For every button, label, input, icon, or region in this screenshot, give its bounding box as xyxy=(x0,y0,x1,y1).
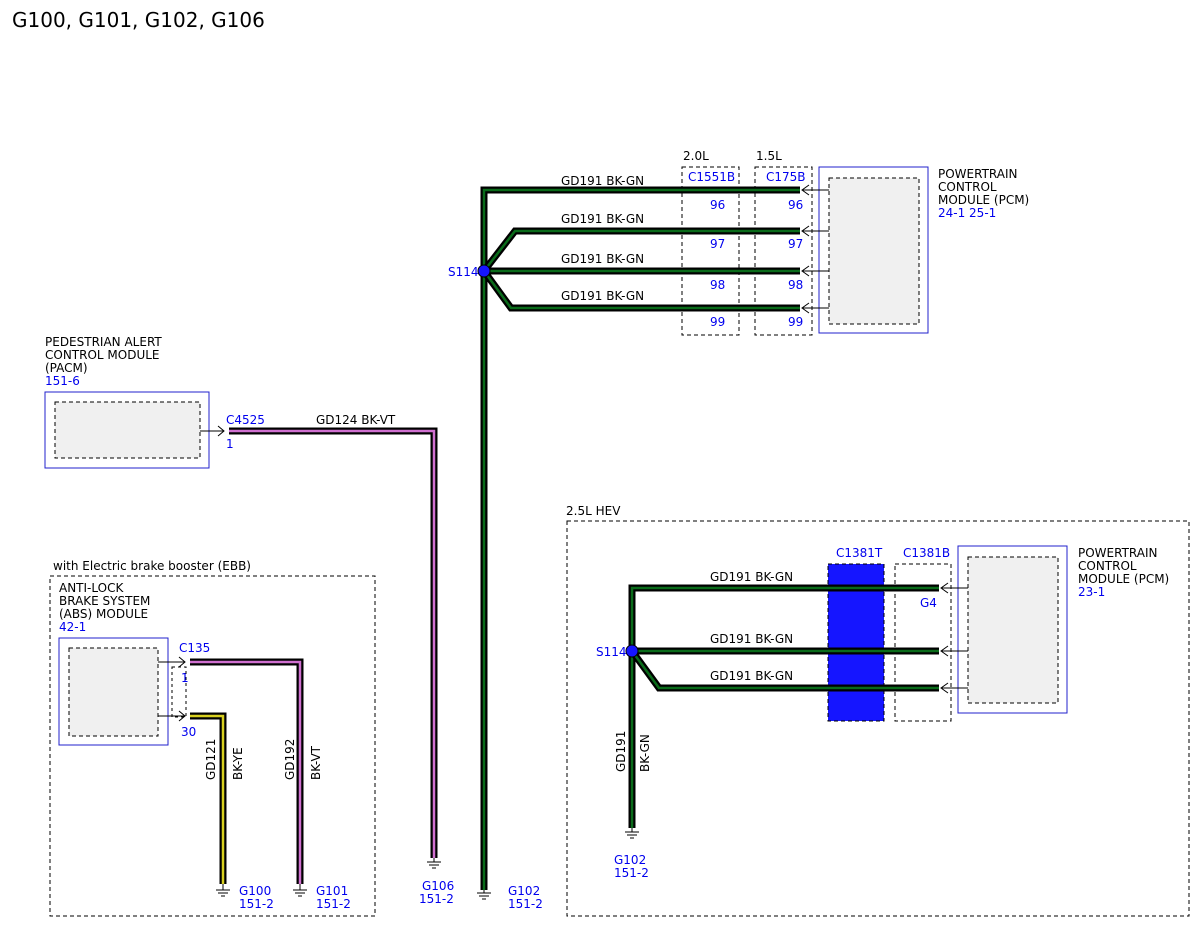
ground-g102-label: G102 xyxy=(508,884,540,898)
abs-module-body xyxy=(68,647,159,737)
ground-symbol-g106 xyxy=(427,858,441,869)
abs-group-box xyxy=(49,575,376,917)
hev-wire-label-2: GD191 BK-GN xyxy=(710,632,793,646)
hev-pcm-module-body xyxy=(967,556,1059,704)
wire-label-99: GD191 BK-GN xyxy=(561,289,644,303)
abs-pin-1: 1 xyxy=(181,671,189,685)
variant-label-2-0l: 2.0L xyxy=(683,149,709,163)
hev-ground-wire-circuit: GD191 xyxy=(614,731,628,772)
ground-g100-label: G100 xyxy=(239,884,271,898)
connector-c135-label: C135 xyxy=(179,641,210,655)
wire-gd121 xyxy=(190,712,227,884)
wire-gd124 xyxy=(229,427,438,858)
connector-c1381t-label: C1381T xyxy=(836,546,883,560)
wire-gd191-trunk xyxy=(480,186,800,890)
connector-c175b-box xyxy=(754,166,813,336)
variant-label-1-5l: 1.5L xyxy=(756,149,782,163)
connector-c1381b-box xyxy=(894,563,952,722)
hev-pcm-module-name: POWERTRAIN CONTROL MODULE (PCM) xyxy=(1078,546,1169,586)
splice-s114-hev xyxy=(625,644,639,658)
connector-c1551b-box xyxy=(681,166,740,336)
pin-c1551b-96: 96 xyxy=(710,198,725,212)
connector-c4525-label: C4525 xyxy=(226,413,265,427)
pacm-module-ref: 151-6 xyxy=(45,374,80,388)
splice-s114-top xyxy=(477,264,491,278)
hev-pin-g4: G4 xyxy=(920,596,937,610)
hev-wire-label-1: GD191 BK-GN xyxy=(710,570,793,584)
abs-pin-30: 30 xyxy=(181,725,196,739)
wire-hev-gd191-low xyxy=(629,648,939,692)
ground-g100-ref: 151-2 xyxy=(239,897,274,911)
pin-c175b-96: 96 xyxy=(788,198,803,212)
ground-g102-hev-label: G102 xyxy=(614,853,646,867)
wire-gd192 xyxy=(190,658,304,884)
wire-gd121-circuit: GD121 xyxy=(204,739,218,780)
pin-c1551b-99: 99 xyxy=(710,315,725,329)
wire-label-gd124: GD124 BK-VT xyxy=(316,413,396,427)
wire-gd191-97 xyxy=(481,227,800,274)
pin-c175b-97: 97 xyxy=(788,237,803,251)
pin-c175b-99: 99 xyxy=(788,315,803,329)
ground-g106-ref: 151-2 xyxy=(419,892,454,906)
page-title: G100, G101, G102, G106 xyxy=(12,8,265,32)
wire-label-97: GD191 BK-GN xyxy=(561,212,644,226)
hev-group-box xyxy=(566,520,1190,917)
ground-g106-label: G106 xyxy=(422,879,454,893)
connector-c175b-label: C175B xyxy=(766,170,806,184)
pcm-module-name: POWERTRAIN CONTROL MODULE (PCM) xyxy=(938,167,1029,207)
connector-c1551b-label: C1551B xyxy=(688,170,735,184)
pacm-pin-arrow xyxy=(200,425,225,437)
pcm-module-body xyxy=(828,177,920,325)
wire-label-96: GD191 BK-GN xyxy=(561,174,644,188)
ground-g101-label: G101 xyxy=(316,884,348,898)
pin-c1551b-98: 98 xyxy=(710,278,725,292)
hev-ground-wire-color: BK-GN xyxy=(638,734,652,772)
hev-pin-arrows xyxy=(940,582,968,694)
ground-symbol-g102 xyxy=(477,890,491,900)
wire-label-98: GD191 BK-GN xyxy=(561,252,644,266)
pcm-pin-arrows xyxy=(801,184,829,314)
ground-g101-ref: 151-2 xyxy=(316,897,351,911)
abs-module-ref: 42-1 xyxy=(59,620,86,634)
pin-c1551b-97: 97 xyxy=(710,237,725,251)
hev-group-label: 2.5L HEV xyxy=(566,504,621,518)
wire-gd192-color: BK-VT xyxy=(309,745,323,780)
pcm-module-ref: 24-1 25-1 xyxy=(938,206,996,220)
hev-pcm-module-ref: 23-1 xyxy=(1078,585,1105,599)
hev-wire-label-3: GD191 BK-GN xyxy=(710,669,793,683)
pacm-module-body xyxy=(54,401,201,459)
pacm-pin-1: 1 xyxy=(226,437,234,451)
splice-s114-hev-label: S114 xyxy=(596,645,627,659)
wire-gd121-color: BK-YE xyxy=(231,747,245,780)
abs-group-label: with Electric brake booster (EBB) xyxy=(53,559,251,573)
wire-gd191-99 xyxy=(481,268,800,312)
wire-gd192-circuit: GD192 xyxy=(283,739,297,780)
connector-c1381b-label: C1381B xyxy=(903,546,950,560)
pacm-module-name: PEDESTRIAN ALERT CONTROL MODULE (PACM) xyxy=(45,335,166,375)
connector-c135-box xyxy=(171,666,187,718)
pin-c175b-98: 98 xyxy=(788,278,803,292)
ground-g102-hev-ref: 151-2 xyxy=(614,866,649,880)
splice-s114-top-label: S114 xyxy=(448,265,479,279)
ground-symbol-g102-hev xyxy=(625,828,639,839)
ground-g102-ref: 151-2 xyxy=(508,897,543,911)
wire-hev-gd191-trunk xyxy=(628,584,939,828)
abs-module-name: ANTI-LOCK BRAKE SYSTEM (ABS) MODULE xyxy=(59,581,154,621)
ground-symbol-g101 xyxy=(293,884,307,897)
ground-symbol-g100 xyxy=(216,884,230,897)
